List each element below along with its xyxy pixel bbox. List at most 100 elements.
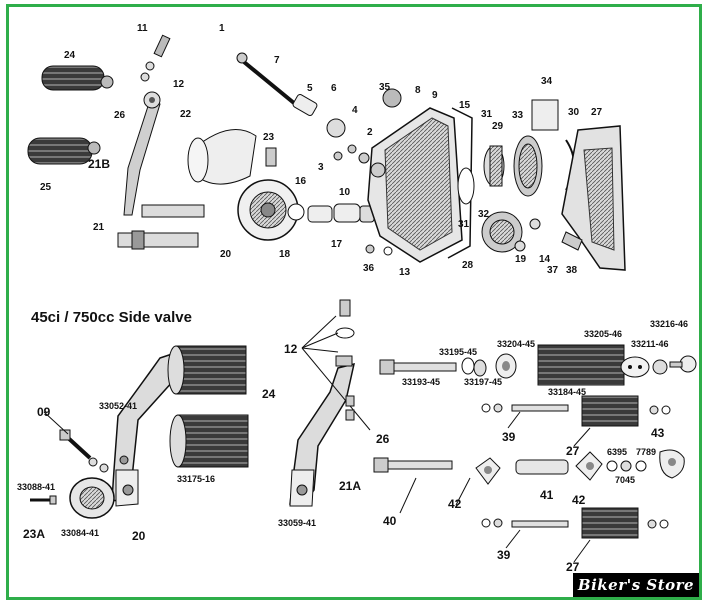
washer-6395 (606, 460, 618, 472)
leader-lines-12 (301, 315, 371, 431)
nut-14 (529, 218, 541, 230)
callout-33: 33 (512, 110, 524, 121)
callout-35: 35 (379, 82, 391, 93)
crank-shafts-21 (117, 204, 205, 250)
callout-40: 40 (383, 514, 397, 528)
washer-18 (287, 203, 305, 221)
callout-36: 36 (363, 263, 375, 274)
callout-1: 1 (219, 23, 225, 34)
kick-arm-21b (123, 91, 161, 216)
callout-3: 3 (318, 162, 324, 173)
callout-27-upper: 27 (566, 444, 580, 458)
leader-40 (399, 477, 417, 514)
callout-20: 20 (220, 249, 232, 260)
bolt-12-lower (335, 299, 355, 367)
callout-26: 26 (114, 110, 126, 121)
nuts-26 (345, 395, 355, 421)
part-number-7789: 7789 (636, 447, 657, 457)
callout-27-lower: 27 (566, 560, 580, 574)
callout-23a: 23A (23, 527, 46, 541)
model-title: 45ci / 750cc Side valve (31, 309, 192, 326)
callout-4: 4 (352, 105, 358, 116)
nut-33211-46 (652, 359, 668, 375)
callout-28: 28 (462, 260, 474, 271)
bolt-23 (265, 147, 277, 167)
nuts-12 (140, 61, 155, 82)
leader-09 (43, 411, 69, 435)
bracket-42-left (475, 457, 501, 485)
callout-31a: 31 (481, 109, 493, 120)
callout-39-upper: 39 (502, 430, 516, 444)
callout-32: 32 (478, 209, 490, 220)
washer-4 (347, 144, 357, 154)
part-number-33084-41: 33084-41 (61, 528, 100, 538)
collar-6 (326, 118, 346, 138)
part-number-7045: 7045 (615, 475, 636, 485)
callout-5: 5 (307, 83, 313, 94)
part-number-33052-41: 33052-41 (99, 401, 138, 411)
callout-15: 15 (459, 100, 471, 111)
washer-7789 (635, 460, 647, 472)
callout-37: 37 (547, 265, 559, 276)
bolt-23a (30, 495, 57, 505)
washer-3 (333, 151, 343, 161)
part-number-33059-41: 33059-41 (278, 518, 317, 528)
part-number-33216-46: 33216-46 (650, 319, 689, 329)
callout-27: 27 (591, 107, 603, 118)
callout-21: 21 (93, 222, 105, 233)
callout-21b: 21B (88, 157, 111, 171)
leader-39-lower (505, 529, 521, 549)
callout-38: 38 (566, 265, 578, 276)
gearcase-cover-8 (367, 88, 463, 263)
callout-41: 41 (540, 488, 554, 502)
pulley-33084-41 (69, 477, 115, 519)
callout-18: 18 (279, 249, 291, 260)
shaft-33193-45 (379, 359, 457, 375)
washer-13 (383, 246, 393, 256)
cover-22 (187, 129, 257, 185)
shaft-7 (236, 52, 302, 110)
plug-35 (382, 88, 402, 108)
part-number-33175-16: 33175-16 (177, 474, 216, 484)
callout-11: 11 (137, 23, 148, 34)
spacer-41 (515, 459, 569, 475)
callout-43: 43 (651, 426, 665, 440)
pedal-rubber-33184-45 (537, 344, 625, 386)
leader-27-upper (573, 427, 591, 447)
callout-30: 30 (568, 107, 580, 118)
callout-16: 16 (295, 176, 307, 187)
callout-7: 7 (274, 55, 280, 66)
callout-26-lower: 26 (376, 432, 390, 446)
bolt-11 (153, 34, 171, 58)
callout-34: 34 (541, 76, 553, 87)
callout-23: 23 (263, 132, 275, 143)
rod-assembly-lower (481, 507, 669, 539)
callout-19: 19 (515, 254, 527, 265)
callout-24-lower: 24 (262, 387, 276, 401)
part-number-33088-41: 33088-41 (17, 482, 56, 492)
callout-22: 22 (180, 109, 192, 120)
part-number-33193-45: 33193-45 (402, 377, 441, 387)
callout-39-lower: 39 (497, 548, 511, 562)
callout-12: 12 (173, 79, 185, 90)
kick-lever-33059-41 (289, 362, 355, 507)
callout-42-left: 42 (448, 497, 462, 511)
part-number-33184-45: 33184-45 (548, 387, 587, 397)
callout-20-lower: 20 (132, 529, 146, 543)
part-38 (561, 231, 583, 251)
washer-33195-45 (461, 357, 475, 375)
footpeg-pedal-24 (167, 345, 247, 395)
shaft-40 (373, 457, 453, 473)
bushing-34 (531, 99, 559, 131)
store-watermark: Biker's Store (573, 573, 699, 597)
spacer-33204-45 (495, 353, 517, 379)
nut-2 (358, 152, 370, 164)
callout-29: 29 (492, 121, 504, 132)
callout-21a: 21A (339, 479, 362, 493)
callout-42-right: 42 (572, 493, 586, 507)
bushing-5 (292, 94, 318, 116)
part-number-6395: 6395 (607, 447, 628, 457)
bolt-33216-46 (669, 355, 697, 373)
part-number-33211-46: 33211-46 (631, 339, 669, 349)
